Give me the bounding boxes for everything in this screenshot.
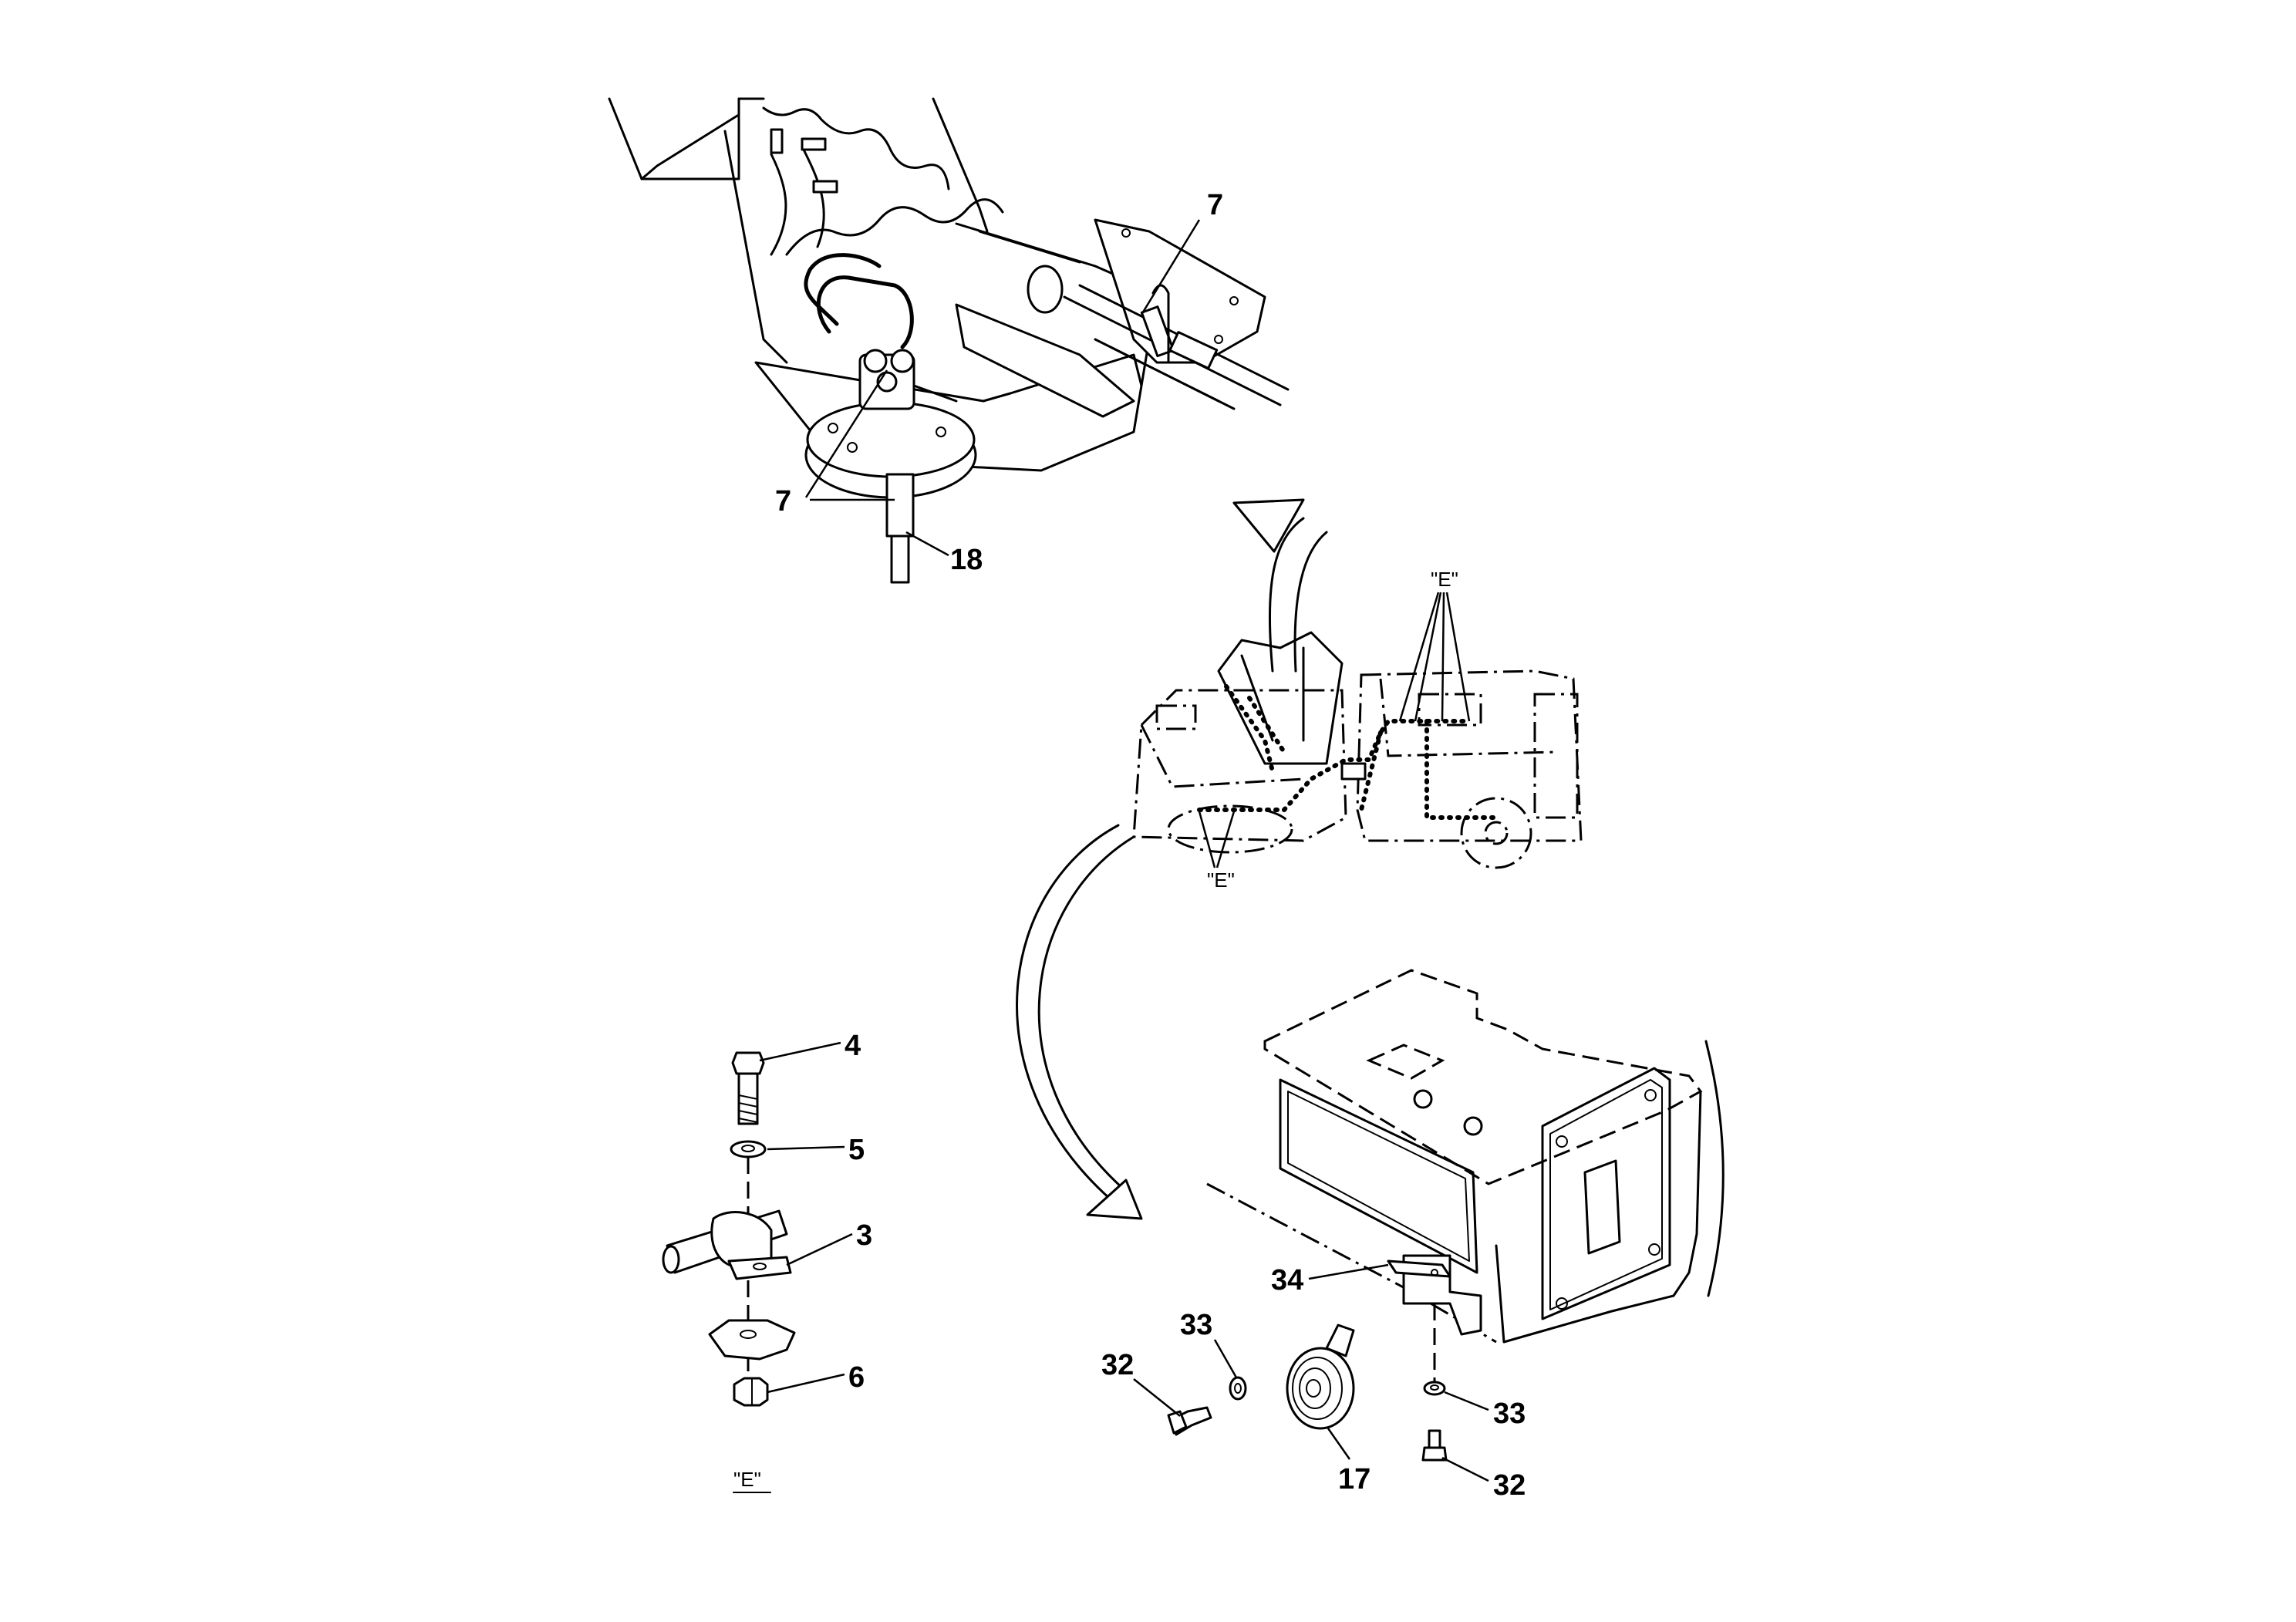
callout-group-top: 7 7 18 [775, 189, 1223, 576]
bolt-icon [731, 1051, 765, 1075]
callout-33-right: 33 [1493, 1398, 1526, 1430]
callout-3: 3 [856, 1219, 872, 1252]
callout-33-left: 33 [1180, 1309, 1212, 1341]
detail-label-e: "E" [733, 1468, 761, 1491]
leader-7-left [804, 369, 888, 498]
machine-overview [1016, 498, 1583, 1220]
callout-5: 5 [848, 1134, 865, 1166]
callout-group-clamp: 4 5 3 6 [759, 1030, 872, 1394]
callout-18: 18 [950, 544, 983, 576]
callout-group-horn: 34 33 32 33 32 17 [1101, 1263, 1526, 1502]
callout-6: 6 [848, 1361, 865, 1394]
callout-7-left: 7 [775, 485, 791, 518]
washer-left-icon [1229, 1376, 1247, 1401]
nut-icon [733, 1377, 769, 1407]
steering-column-view [608, 97, 1290, 584]
callout-7-top: 7 [1207, 189, 1223, 221]
detail-ref-e-top: "E" [1431, 568, 1458, 591]
clamp-detail-e [662, 1051, 796, 1407]
leader-18 [905, 531, 949, 557]
rubber-mount-icon [708, 1319, 796, 1361]
callout-32-right: 32 [1493, 1469, 1526, 1502]
detail-ref-e-bottom: "E" [1207, 868, 1235, 892]
leader-7-top [1140, 219, 1201, 315]
bolt-right-icon [1428, 1429, 1441, 1449]
callout-34: 34 [1271, 1264, 1303, 1297]
callout-4: 4 [845, 1030, 861, 1062]
washer-icon [730, 1140, 767, 1158]
callout-17: 17 [1338, 1463, 1371, 1496]
horn-mount-detail [1167, 969, 1725, 1462]
callout-32-left: 32 [1101, 1349, 1134, 1381]
washer-right-icon [1423, 1381, 1446, 1396]
